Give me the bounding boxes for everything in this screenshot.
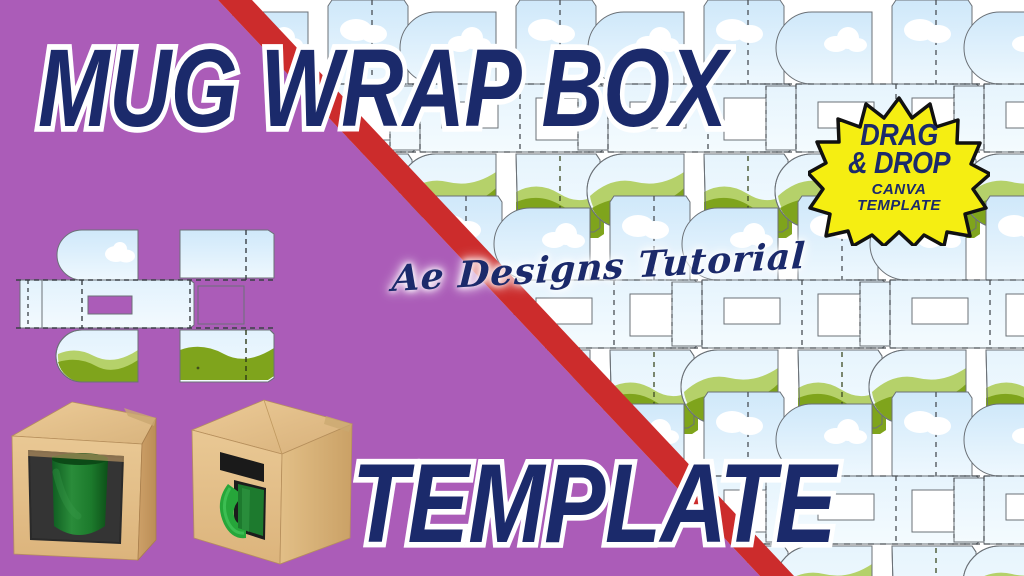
drag-and-drop-badge[interactable]: DRAG & DROP CANVA TEMPLATE <box>808 96 990 246</box>
product-photo-box-side <box>186 388 362 576</box>
page-title-main: MUG WRAP BOX <box>33 27 731 151</box>
product-photo-box-front <box>4 392 174 576</box>
page-title-bottom: TEMPLATE <box>347 441 840 567</box>
mug-box-dieline-illustration <box>8 222 308 397</box>
